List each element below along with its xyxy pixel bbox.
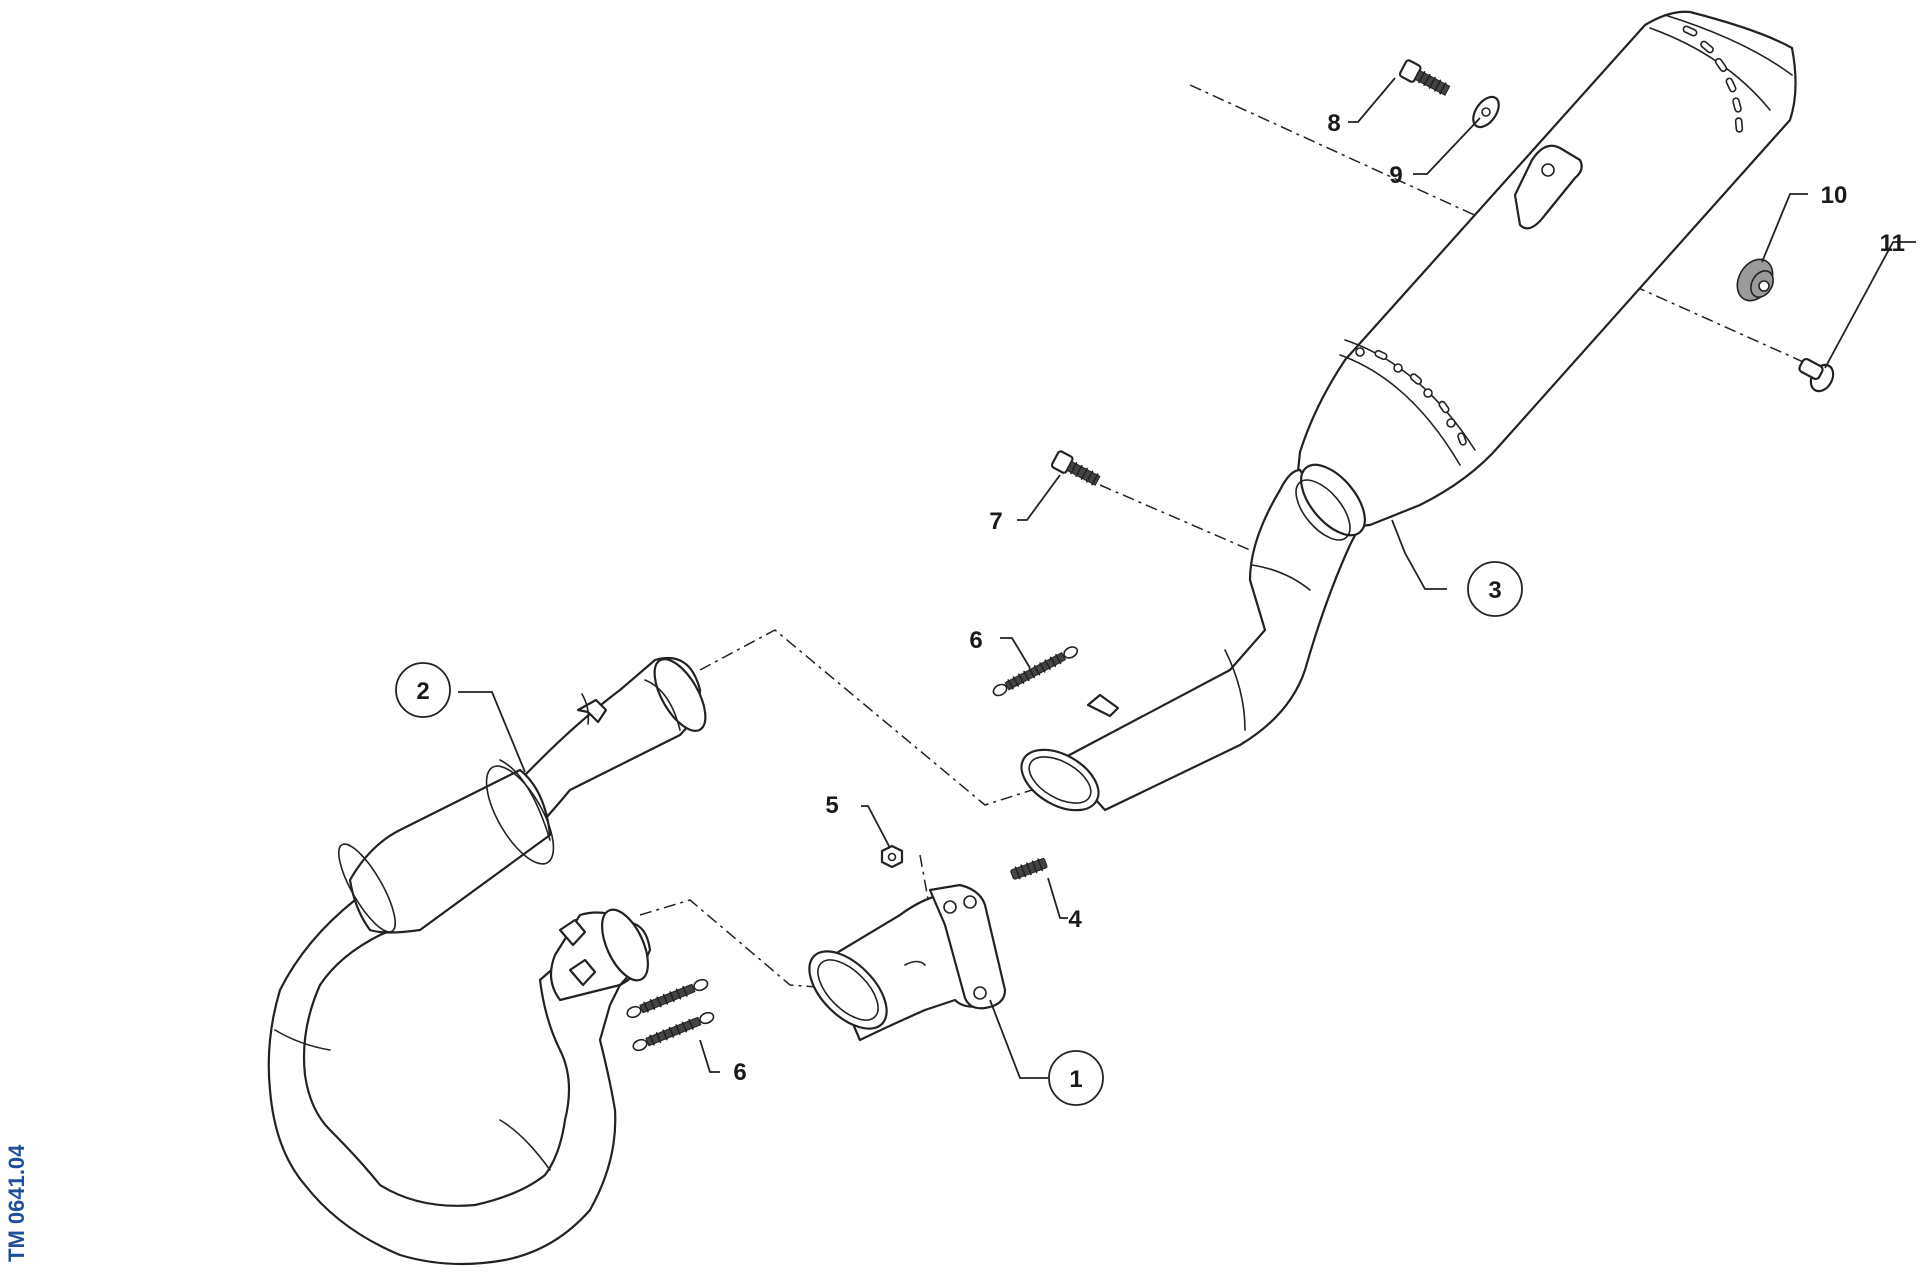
callout-11: 11 xyxy=(1880,230,1905,257)
callouts: 1 2 3 4 5 6 6 7 8 9 10 11 xyxy=(395,110,1905,1106)
callout-circle-2 xyxy=(395,662,451,718)
springs xyxy=(626,646,1079,1052)
fasteners xyxy=(880,59,1835,880)
callout-circle-1 xyxy=(1048,1050,1104,1106)
callout-4: 4 xyxy=(1068,906,1082,933)
callout-6-lower: 6 xyxy=(733,1059,746,1086)
callout-8: 8 xyxy=(1327,110,1340,137)
manifold-flange xyxy=(808,883,1007,1042)
drawing-code: TM 0641.04 xyxy=(4,1144,29,1262)
header-pipe xyxy=(267,656,707,1266)
callout-3: 3 xyxy=(1488,577,1501,604)
callout-1: 1 xyxy=(1069,1066,1082,1093)
callout-7: 7 xyxy=(989,508,1002,535)
callout-5: 5 xyxy=(825,792,838,819)
callout-9: 9 xyxy=(1389,162,1402,189)
callout-10: 10 xyxy=(1821,182,1848,209)
callout-6-upper: 6 xyxy=(969,627,982,654)
callout-2: 2 xyxy=(416,678,429,705)
leader-lines xyxy=(458,77,1916,1079)
silencer xyxy=(1020,10,1797,812)
callout-circle-3 xyxy=(1467,561,1523,617)
